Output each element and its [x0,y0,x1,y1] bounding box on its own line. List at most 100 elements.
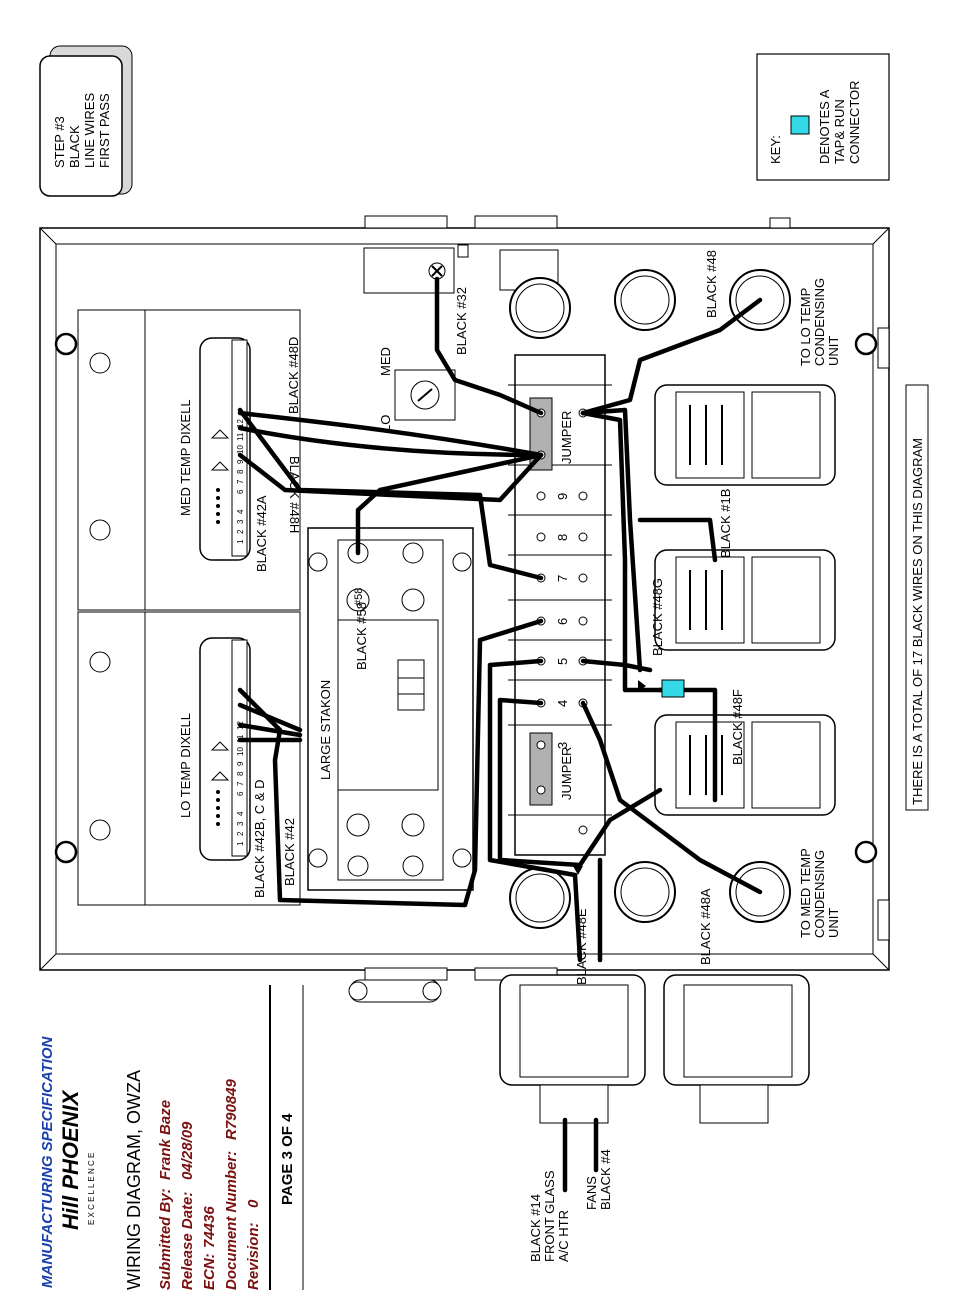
lo-temp-dixell: LO TEMP DIXELL [178,637,251,861]
fans-line1: FANS [584,1176,599,1210]
to-lo-temp-line3: UNIT [826,336,841,366]
dixell-terminal-number: 3 [236,519,245,524]
revision-value: 0 [245,1199,262,1208]
relays [654,384,836,816]
med-temp-dixell: MED TEMP DIXELL [178,337,251,561]
black-32-label: BLACK #32 [454,287,469,355]
black-42-label: BLACK #42 [282,818,297,886]
release-label: Release Date: [179,1192,196,1290]
key-line3: CONNECTOR [847,80,862,164]
ecn-value: 74436 [201,1206,218,1248]
to-lo-temp-line1: TO LO TEMP [798,288,813,366]
warning-icon [210,741,230,751]
arrow-icon [573,866,583,875]
submitted-value: Frank Baze [157,1100,174,1180]
jumper-bottom-label: JUMPER [559,747,574,800]
total-wires-note: THERE IS A TOTAL OF 17 BLACK WIRES ON TH… [905,384,929,811]
dixell-terminal-number: 4 [236,811,245,816]
title-block: MANUFACTURING SPECIFICATION Hill PHOENIX… [39,1035,296,1290]
enclosure-screws [54,332,878,864]
warning-icon [210,771,230,781]
dixell-terminal-number: 10 [236,747,245,756]
ecn-label: ECN: [201,1253,218,1290]
dixell-terminal-number: 9 [236,761,245,766]
total-note-text: THERE IS A TOTAL OF 17 BLACK WIRES ON TH… [910,438,925,805]
med-temp-dixell-label: MED TEMP DIXELL [178,399,193,516]
black-48g-label: BLACK #48G [650,578,665,656]
dixell-terminal-number: 12 [236,419,245,428]
terminal-number: 9 [555,493,570,500]
med-dixell-terminal-strip [231,339,248,557]
lo-temp-dixell-label: LO TEMP DIXELL [178,713,193,818]
warning-icon [210,429,230,439]
step-line2: BLACK [67,125,82,168]
black-14-line1: BLACK #14 [528,1194,543,1262]
manufacturing-spec: MANUFACTURING SPECIFICATION [39,1035,56,1288]
docnum-value: R790849 [223,1078,240,1140]
dixell-plates [77,309,301,906]
dixell-terminal-number: 8 [236,771,245,776]
wire-labels: BLACK #32 BLACK #48D BLACK #48H BLACK #4… [252,250,841,1262]
black-14-line3: A/C HTR [556,1210,571,1262]
tap-run-swatch [790,115,810,135]
to-med-temp-line2: CONDENSING [812,850,827,938]
bottom-jumper-bar [529,732,553,806]
stakon-58-tag: #58 [353,588,365,606]
black-42bcd-label: BLACK #42B, C & D [252,780,267,899]
dixell-terminal-number: 1 [236,539,245,544]
dixell-terminal-number: 4 [236,509,245,514]
relay-contacts [689,405,723,795]
dixell-terminal-number: 2 [236,831,245,836]
page-number: PAGE 3 OF 4 [279,1113,296,1205]
black-14-line2: FRONT GLASS [542,1170,557,1262]
large-stakon-label: LARGE STAKON [318,680,333,780]
lo-label: LO [378,415,393,432]
key-title: KEY: [768,135,783,164]
key-line2: TAP& RUN [832,99,847,164]
dixell-terminal-number: 11 [236,432,245,441]
jumper-top-label: JUMPER [559,411,574,464]
black-48h-label: BLACK #48H [287,456,302,533]
black-48f-label: BLACK #48F [730,689,745,765]
docnum-label: Document Number: [223,1151,240,1290]
dixell-terminal-number: 1 [236,841,245,846]
dixell-terminal-number: 6 [236,489,245,494]
step-line1: STEP #3 [52,116,67,168]
arrow-icon [638,680,646,692]
knockouts [509,269,791,929]
med-lo-selector: MED LO [378,347,456,432]
step-line4: FIRST PASS [97,93,112,168]
step-line3: LINE WIRES [82,93,97,168]
dixell-terminal-number: 7 [236,781,245,786]
black-48a-label: BLACK #48A [698,888,713,965]
dixell-terminal-number: 3 [236,821,245,826]
dixell-terminal-number: 2 [236,529,245,534]
to-med-temp-line3: UNIT [826,908,841,938]
terminal-number: 6 [555,618,570,625]
brand-excellence: E X C E L L E N C E [87,1153,96,1225]
terminal-number: 7 [555,575,570,582]
to-lo-temp-line2: CONDENSING [812,278,827,366]
diagram-title: WIRING DIAGRAM, OWZA [124,1070,144,1290]
revision-label: Revision: [245,1222,262,1290]
dixell-terminal-number: 7 [236,479,245,484]
dixell-terminal-number: 9 [236,459,245,464]
dixell-terminal-number: 6 [236,791,245,796]
med-label: MED [378,347,393,376]
brand-logo: Hill PHOENIX [58,1089,83,1230]
dixell-terminal-number: 8 [236,469,245,474]
enclosure [39,215,890,981]
med-dixell-leds [216,488,220,524]
key-line1: DENOTES A [817,89,832,164]
tap-run-connector [661,679,685,698]
fans-line2: BLACK #4 [598,1149,613,1210]
key-box: KEY: DENOTES A TAP& RUN CONNECTOR [756,53,890,181]
black-48d-label: BLACK #48D [286,337,301,414]
black-48e-label: BLACK #48E [574,908,589,985]
lo-dixell-leds [216,790,220,826]
terminal-number: 4 [555,700,570,707]
